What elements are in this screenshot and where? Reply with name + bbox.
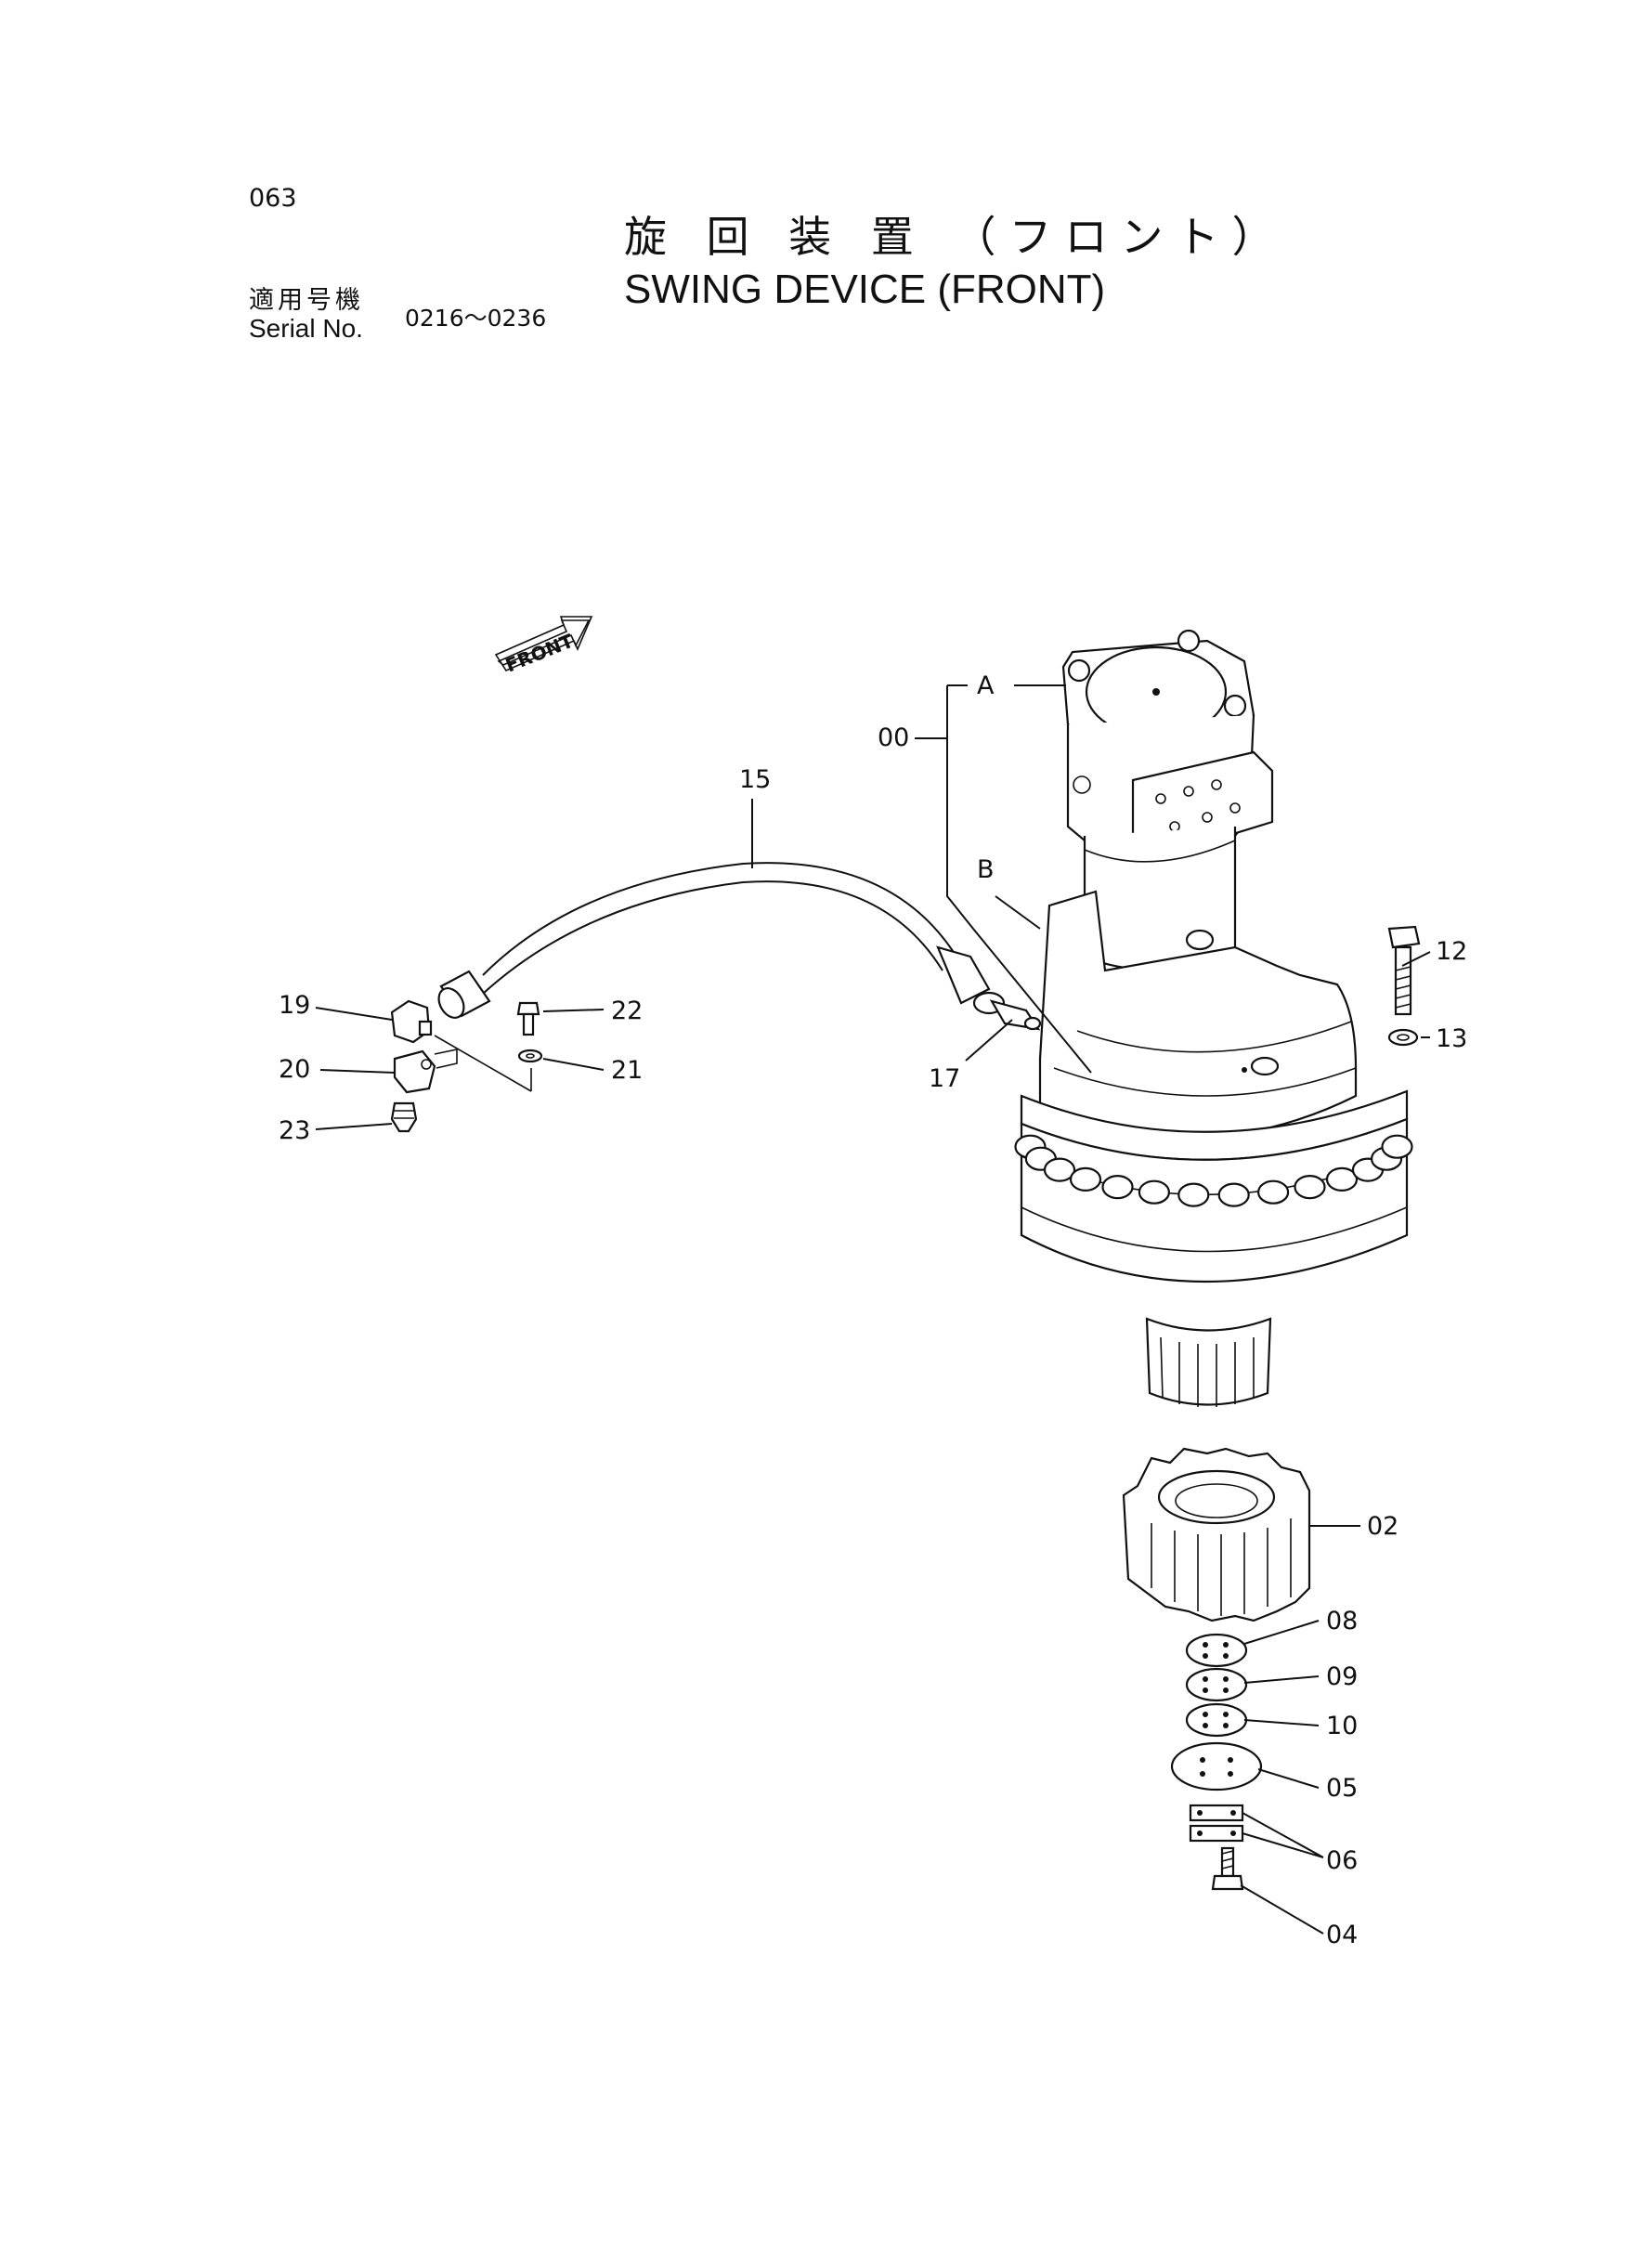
callout-05: 05 — [1326, 1774, 1358, 1803]
callout-06: 06 — [1326, 1846, 1358, 1875]
callout-19: 19 — [279, 991, 310, 1020]
callout-17: 17 — [929, 1064, 960, 1093]
flange-bolt-head — [1177, 1182, 1210, 1207]
pinion-gear — [1122, 1447, 1311, 1622]
bolt-22 — [516, 1001, 540, 1036]
serial-label-english: Serial No. — [249, 314, 363, 343]
flange-bolt-head — [1256, 1179, 1290, 1205]
callout-b: B — [977, 855, 995, 884]
callout-13: 13 — [1436, 1024, 1467, 1053]
flange-bolt-head — [1043, 1157, 1076, 1182]
leader-lines — [315, 684, 1431, 1935]
assembly-bracket-line — [434, 1035, 532, 1092]
serial-range: 0216～0236 — [405, 305, 547, 332]
callout-20: 20 — [279, 1055, 310, 1084]
thrust-plate-10 — [1185, 1702, 1248, 1738]
flange-bolt-head — [1069, 1166, 1102, 1192]
callout-22: 22 — [611, 997, 643, 1025]
callout-15: 15 — [739, 765, 771, 794]
swing-motor-barrel — [1083, 827, 1237, 971]
title-japanese: 旋 回 装 置 （フロント） — [624, 212, 1288, 262]
reduction-gear-housing — [1020, 890, 1409, 1283]
flange-bolt-head — [1381, 1134, 1413, 1159]
callout-23: 23 — [279, 1116, 310, 1145]
callout-04: 04 — [1326, 1921, 1358, 1949]
clamp-20 — [393, 1049, 458, 1094]
fitting-17 — [989, 999, 1042, 1031]
front-direction-arrow: FRONT — [494, 616, 593, 677]
callout-12: 12 — [1436, 937, 1467, 966]
plug-23 — [390, 1101, 418, 1133]
callout-09: 09 — [1326, 1662, 1358, 1691]
swing-motor-head — [1061, 629, 1274, 861]
flange-bolt-head — [1217, 1182, 1250, 1207]
washer-21 — [517, 1049, 543, 1063]
hose-15 — [437, 862, 1006, 1019]
retainer-plate-05 — [1170, 1741, 1263, 1791]
flange-bolt-head — [1325, 1166, 1359, 1192]
flange-bolt-head — [1138, 1179, 1171, 1205]
bolt-04 — [1211, 1846, 1244, 1891]
thrust-plate-09 — [1185, 1667, 1248, 1702]
title-english: SWING DEVICE (FRONT) — [624, 267, 1106, 312]
flange-bolt-head — [1101, 1174, 1134, 1200]
callout-10: 10 — [1326, 1712, 1358, 1740]
washer-13 — [1387, 1028, 1419, 1047]
lock-plates-06 — [1189, 1804, 1244, 1843]
elbow-19 — [390, 999, 433, 1044]
bolt-12 — [1387, 925, 1421, 1016]
serial-label-japanese: 適用号機 — [249, 286, 364, 315]
callout-02: 02 — [1367, 1512, 1398, 1541]
flange-bolts — [1014, 1134, 1413, 1207]
callout-00: 00 — [878, 723, 909, 752]
callout-08: 08 — [1326, 1607, 1358, 1635]
page-number: 063 — [249, 184, 297, 213]
flange-bolt-head — [1294, 1174, 1326, 1200]
thrust-plate-08 — [1185, 1633, 1248, 1668]
callout-21: 21 — [611, 1056, 643, 1085]
pinion-shaft — [1145, 1317, 1272, 1407]
callout-a: A — [977, 671, 995, 700]
